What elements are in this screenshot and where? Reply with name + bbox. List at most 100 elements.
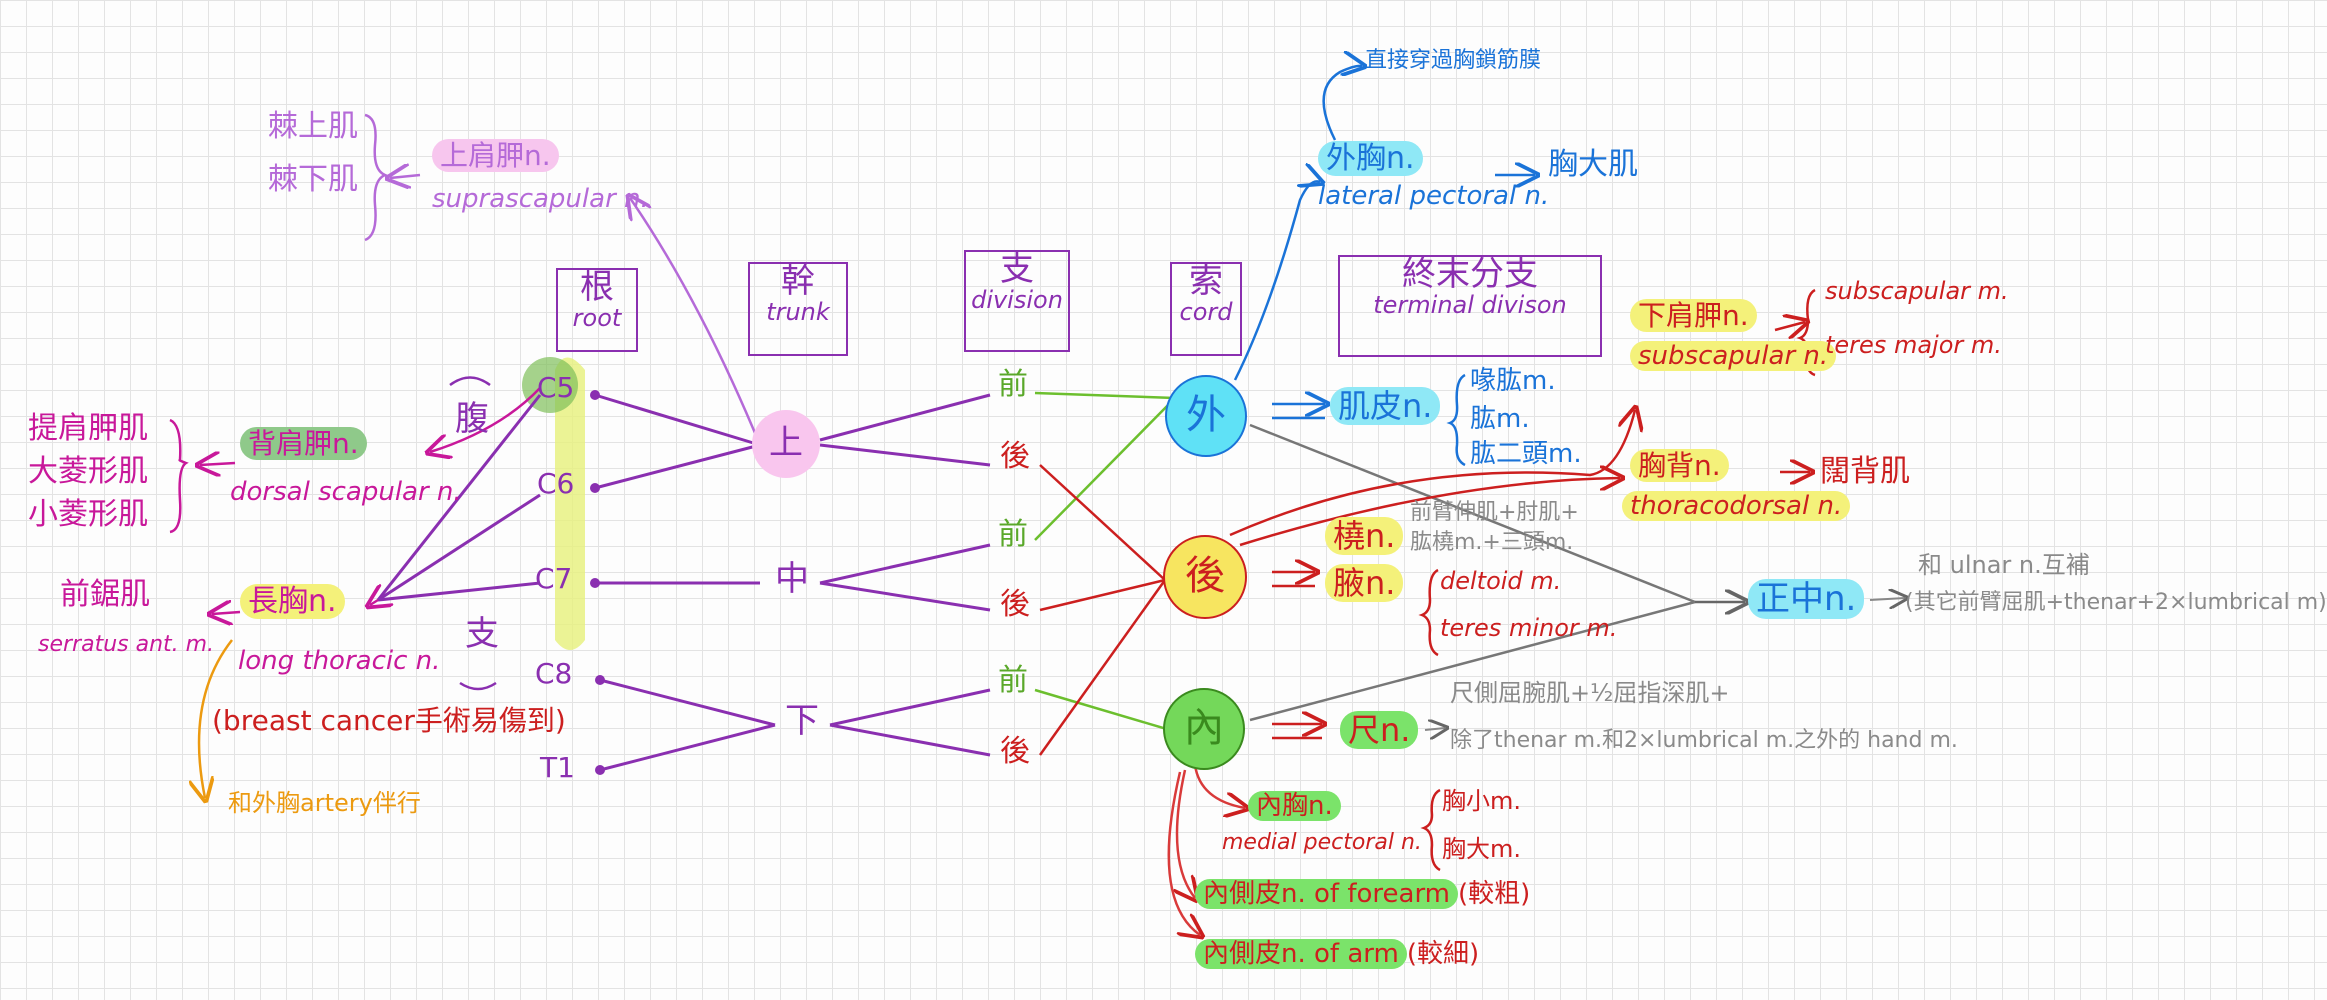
radial-cn-text: 橈n. bbox=[1325, 517, 1404, 555]
root-c5: C5 bbox=[537, 371, 575, 404]
root-c8: C8 bbox=[535, 657, 573, 690]
medial-pectoral-muscle-1: 胸小m. bbox=[1442, 787, 1522, 815]
supra-muscle-2: 棘下肌 bbox=[268, 162, 358, 197]
subscapular-muscle-1: subscapular m. bbox=[1825, 277, 2009, 305]
long-thoracic-cn: 長胸n. bbox=[240, 584, 345, 620]
dorsal-scapular-cn: 背肩胛n. bbox=[240, 427, 367, 460]
thoracodorsal-cn-text: 胸背n. bbox=[1630, 449, 1729, 482]
header-division: 支 division bbox=[964, 250, 1070, 352]
ulnar-note-2: 除了thenar m.和2×lumbrical m.之外的 hand m. bbox=[1450, 728, 1958, 753]
ulnar-cn-text: 尺n. bbox=[1340, 711, 1419, 749]
subscapular-en-text: subscapular n. bbox=[1630, 341, 1837, 371]
root-t1: T1 bbox=[540, 751, 575, 784]
trunk-upper: 上 bbox=[752, 410, 820, 478]
long-thoracic-artery-note: 和外胸artery伴行 bbox=[228, 789, 421, 817]
suprascapular-en: suprascapular n. bbox=[432, 184, 649, 214]
subscapular-cn-text: 下肩胛n. bbox=[1630, 299, 1757, 332]
trunk-lower: 下 bbox=[785, 701, 819, 741]
medial-pectoral-cn-text: 內胸n. bbox=[1248, 791, 1341, 821]
median-cn-text: 正中n. bbox=[1748, 579, 1865, 619]
thoracodorsal-cn: 胸背n. bbox=[1630, 449, 1729, 482]
medial-forearm-text: 內側皮n. of forearm bbox=[1195, 879, 1459, 909]
thoracodorsal-target: 闊背肌 bbox=[1820, 454, 1910, 489]
lateral-pectoral-target: 胸大肌 bbox=[1548, 147, 1638, 182]
header-division-cn: 支 bbox=[1000, 249, 1034, 289]
header-root-cn: 根 bbox=[580, 267, 614, 307]
ulnar-note-1: 尺側屈腕肌+½屈指深肌+ bbox=[1450, 679, 1730, 707]
header-trunk: 幹 trunk bbox=[748, 262, 848, 356]
thoracodorsal-en-text: thoracodorsal n. bbox=[1622, 491, 1851, 521]
header-root-en: root bbox=[572, 303, 622, 332]
supra-muscle-1: 棘上肌 bbox=[268, 109, 358, 144]
trunk-middle: 中 bbox=[775, 559, 809, 599]
medial-pectoral-muscle-2: 胸大m. bbox=[1442, 835, 1522, 863]
division-upper-posterior: 後 bbox=[1000, 439, 1030, 474]
median-note-2: (其它前臂屈肌+thenar+2×lumbrical m) bbox=[1905, 590, 2327, 615]
dorsal-muscle-3: 小菱形肌 bbox=[28, 497, 148, 532]
musculocutaneous-muscle-3: 肱二頭m. bbox=[1470, 439, 1582, 469]
long-thoracic-cn-text: 長胸n. bbox=[240, 584, 345, 619]
musculocutaneous-cn-text: 肌皮n. bbox=[1330, 387, 1441, 425]
suprascapular-cn-text: 上肩胛n. bbox=[432, 139, 559, 172]
musculocutaneous-muscle-1: 喙肱m. bbox=[1470, 366, 1556, 396]
median-note-1: 和 ulnar n.互補 bbox=[1918, 551, 2090, 579]
long-thoracic-note: (breast cancer手術易傷到) bbox=[212, 704, 566, 737]
division-lower-posterior: 後 bbox=[1000, 734, 1030, 769]
division-middle-anterior: 前 bbox=[998, 517, 1028, 552]
header-trunk-en: trunk bbox=[766, 297, 830, 326]
radial-muscle-2: 肱橈m.+三頭m. bbox=[1410, 530, 1574, 555]
subscapular-cn: 下肩胛n. bbox=[1630, 299, 1757, 332]
subscapular-en: subscapular n. bbox=[1630, 341, 1837, 372]
axillary-cn: 腋n. bbox=[1325, 564, 1404, 602]
lateral-pectoral-en: lateral pectoral n. bbox=[1318, 181, 1550, 211]
medial-pectoral-cn: 內胸n. bbox=[1248, 791, 1341, 822]
long-thoracic-muscle-cn: 前鋸肌 bbox=[60, 577, 150, 612]
lateral-pectoral-cn: 外胸n. bbox=[1318, 141, 1423, 177]
axillary-cn-text: 腋n. bbox=[1325, 564, 1404, 602]
root-c7: C7 bbox=[535, 562, 573, 595]
medial-forearm-note: (較粗) bbox=[1458, 879, 1531, 909]
medial-forearm: 內側皮n. of forearm(較粗) bbox=[1195, 879, 1531, 910]
long-thoracic-muscle-en: serratus ant. m. bbox=[38, 632, 215, 657]
header-cord-cn: 索 bbox=[1189, 261, 1223, 301]
header-cord-en: cord bbox=[1179, 297, 1233, 326]
header-terminal-cn: 終末分支 bbox=[1402, 254, 1538, 294]
cord-lateral: 外 bbox=[1165, 375, 1247, 457]
header-cord: 索 cord bbox=[1170, 262, 1242, 356]
radial-muscle-1: 前臂伸肌+肘肌+ bbox=[1410, 500, 1579, 525]
medial-pectoral-en: medial pectoral n. bbox=[1222, 830, 1422, 855]
medial-arm: 內側皮n. of arm(較細) bbox=[1195, 939, 1480, 970]
header-root: 根 root bbox=[556, 268, 638, 352]
division-upper-anterior: 前 bbox=[998, 367, 1028, 402]
thoracodorsal-en: thoracodorsal n. bbox=[1622, 491, 1851, 522]
root-c6: C6 bbox=[537, 467, 575, 500]
lateral-pectoral-cn-text: 外胸n. bbox=[1318, 141, 1423, 176]
label-ventral: 腹 bbox=[455, 399, 489, 439]
header-trunk-cn: 幹 bbox=[781, 261, 815, 301]
division-lower-anterior: 前 bbox=[998, 663, 1028, 698]
median-cn: 正中n. bbox=[1748, 579, 1865, 619]
header-terminal: 終末分支 terminal divison bbox=[1338, 255, 1602, 357]
long-thoracic-en: long thoracic n. bbox=[238, 646, 441, 676]
header-division-en: division bbox=[971, 285, 1063, 314]
radial-cn: 橈n. bbox=[1325, 517, 1404, 555]
cord-posterior: 後 bbox=[1163, 535, 1247, 619]
ulnar-cn: 尺n. bbox=[1340, 711, 1419, 749]
musculocutaneous-cn: 肌皮n. bbox=[1330, 387, 1441, 425]
suprascapular-cn: 上肩胛n. bbox=[432, 139, 559, 172]
axillary-muscle-2: teres minor m. bbox=[1440, 614, 1618, 642]
dorsal-scapular-cn-text: 背肩胛n. bbox=[240, 427, 367, 460]
lateral-pectoral-note: 直接穿過胸鎖筋膜 bbox=[1365, 48, 1542, 73]
label-branch: 支 bbox=[465, 614, 499, 654]
cord-medial: 內 bbox=[1163, 688, 1245, 770]
header-terminal-en: terminal divison bbox=[1373, 290, 1567, 319]
subscapular-muscle-2: teres major m. bbox=[1825, 331, 2002, 359]
medial-arm-note: (較細) bbox=[1406, 939, 1480, 969]
dorsal-scapular-en: dorsal scapular n. bbox=[230, 477, 462, 507]
dorsal-muscle-2: 大菱形肌 bbox=[28, 454, 148, 489]
division-middle-posterior: 後 bbox=[1000, 587, 1030, 622]
axillary-muscle-1: deltoid m. bbox=[1440, 567, 1562, 595]
musculocutaneous-muscle-2: 肱m. bbox=[1470, 404, 1530, 434]
medial-arm-text: 內側皮n. of arm bbox=[1195, 939, 1407, 969]
